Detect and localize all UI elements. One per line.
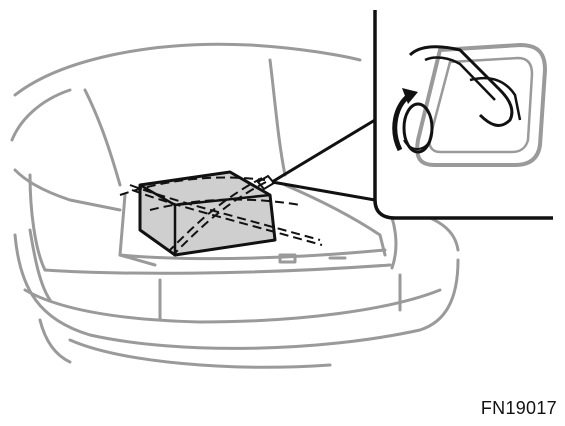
cargo-net-straps	[119, 176, 323, 255]
magnified-hook	[408, 42, 548, 167]
rotation-arrow-icon	[392, 88, 434, 154]
callout-pointer	[271, 118, 376, 202]
car-body-outline	[10, 42, 460, 369]
figure-code: FN19017	[480, 398, 557, 418]
luggage-box	[138, 170, 277, 257]
